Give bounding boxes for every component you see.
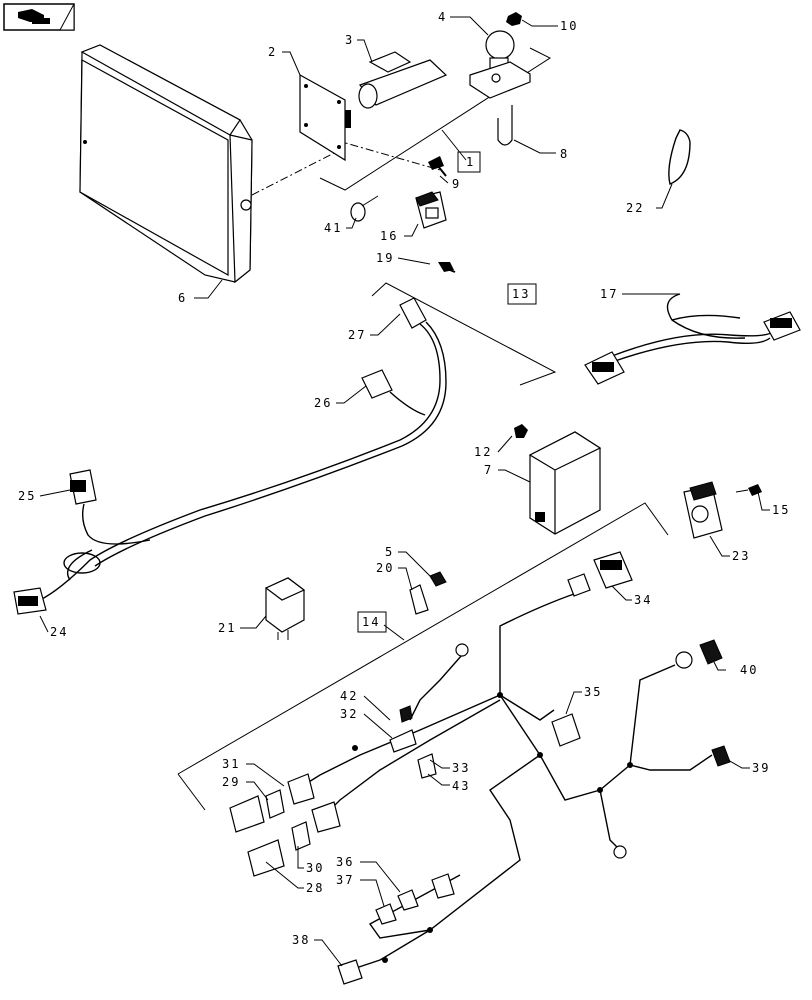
callout-43: 43 [452,779,470,793]
clip-20 [409,571,447,615]
harness-17 [584,293,801,385]
callout-22: 22 [626,201,644,215]
callout-4: 4 [438,10,447,24]
callout-24: 24 [50,625,68,639]
pin-41 [350,195,379,222]
callout-19: 19 [376,251,394,265]
callout-36: 36 [336,855,354,869]
callout-12: 12 [474,445,492,459]
callout-35: 35 [584,685,602,699]
callout-9: 9 [452,177,461,191]
harness-14 [229,593,731,985]
callout-17: 17 [600,287,618,301]
screw-9 [428,156,447,177]
callout-14: 14 [362,615,380,629]
leader-lines [39,16,770,967]
callout-26: 26 [314,396,332,410]
u-bolt [497,105,513,146]
callout-labels: 1 2 3 4 5 6 7 8 9 10 12 13 14 15 16 17 1… [18,10,790,947]
callout-7: 7 [484,463,493,477]
connector-34 [567,551,633,597]
callout-5: 5 [385,545,394,559]
callout-33: 33 [452,761,470,775]
callout-8: 8 [560,147,569,161]
callout-23: 23 [732,549,750,563]
callout-34: 34 [634,593,652,607]
cable-tie [668,129,691,185]
callout-30: 30 [306,861,324,875]
nut-icon [506,12,522,26]
callout-31: 31 [222,757,240,771]
screw-19 [438,262,456,273]
connector-16 [415,191,447,229]
clamp-arm [358,51,448,109]
page-turn-icon[interactable] [3,3,75,31]
callout-3: 3 [345,33,354,47]
ball-mount [469,30,531,99]
callout-21: 21 [218,621,236,635]
harness-13 [13,297,447,615]
callout-28: 28 [306,881,324,895]
mounting-plate [299,73,351,162]
callout-32: 32 [340,707,358,721]
nut-12 [514,424,528,438]
callout-2: 2 [268,45,277,59]
callout-10: 10 [560,19,578,33]
power-socket [683,481,723,539]
callout-37: 37 [336,873,354,887]
callout-16: 16 [380,229,398,243]
relay-21 [264,577,306,640]
callout-29: 29 [222,775,240,789]
control-module [528,431,602,535]
callout-39: 39 [752,761,770,775]
callout-41: 41 [324,221,342,235]
callout-15: 15 [772,503,790,517]
callout-42: 42 [340,689,358,703]
callout-40: 40 [740,663,758,677]
callout-20: 20 [376,561,394,575]
callout-27: 27 [348,328,366,342]
callout-13: 13 [512,287,530,301]
callout-box-1 [457,151,481,173]
callout-25: 25 [18,489,36,503]
callout-38: 38 [292,933,310,947]
callout-1: 1 [466,155,475,169]
display-monitor [79,44,253,284]
callout-6: 6 [178,291,187,305]
callout-box-13 [507,283,537,305]
callout-box-14 [357,611,387,633]
